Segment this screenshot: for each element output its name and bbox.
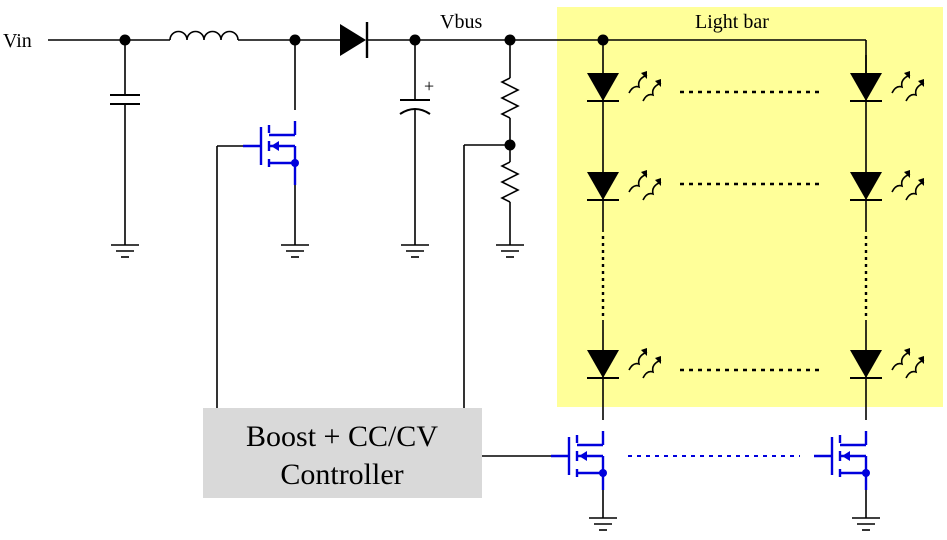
- current-sink-mosfet-n: [812, 429, 881, 531]
- boost-diode: [340, 22, 369, 58]
- vbus-label: Vbus: [440, 11, 482, 33]
- led-string-n: [849, 54, 925, 420]
- light-bar-region: [557, 7, 943, 407]
- feedback-divider: [463, 40, 525, 408]
- led-string-1: [586, 40, 662, 420]
- controller-label-line2: Controller: [280, 458, 403, 491]
- input-capacitor: [110, 40, 140, 258]
- boost-switch-mosfet: [216, 40, 310, 408]
- controller-label-line1: Boost + CC/CV: [246, 420, 438, 453]
- vin-label: Vin: [3, 30, 32, 52]
- light-bar-label: Light bar: [695, 11, 769, 33]
- cap-polarity-label: +: [424, 76, 434, 96]
- controller-box: [203, 408, 482, 498]
- current-sink-mosfet-1: [549, 429, 618, 531]
- junction-dots: [119, 34, 609, 151]
- output-capacitor: +: [399, 40, 434, 258]
